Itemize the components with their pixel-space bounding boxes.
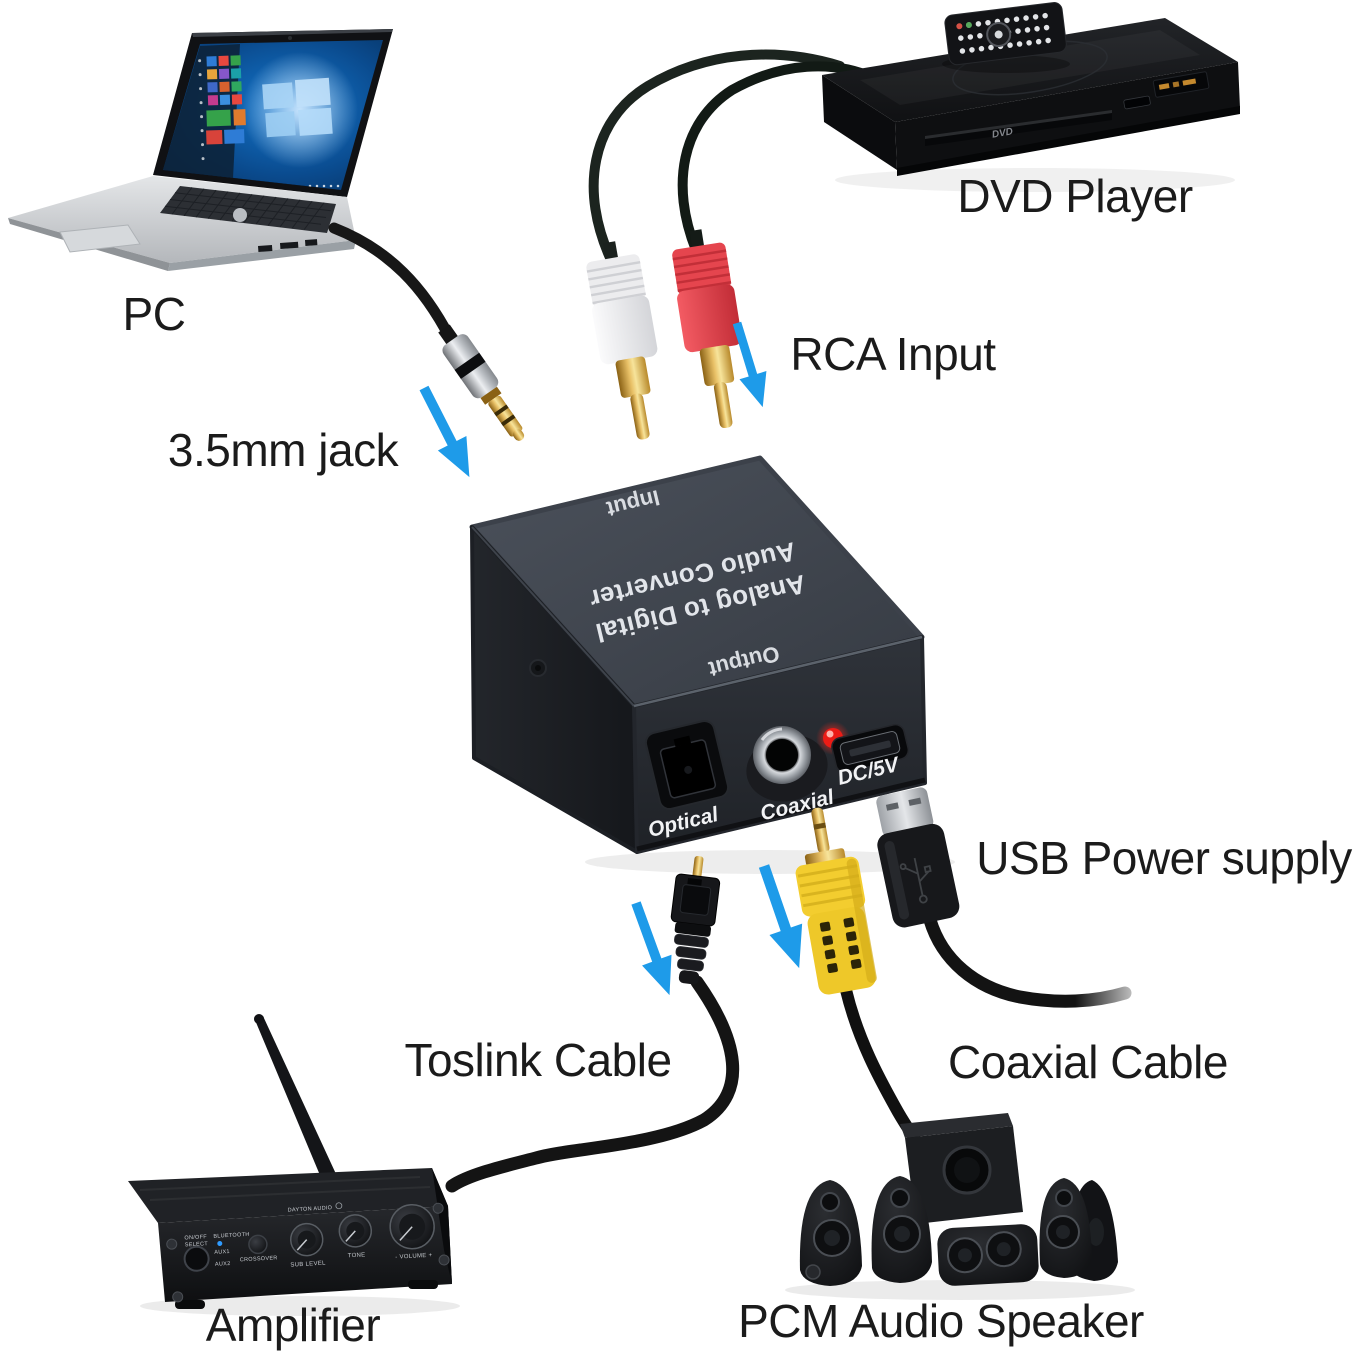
usb-connector <box>876 787 960 928</box>
arrow-35mm-icon <box>419 385 470 478</box>
amplifier-device: DAYTON AUDIO ON/OFF SELECT BLUETOOTH AUX… <box>128 1014 452 1309</box>
dvd-player-label: DVD Player <box>957 170 1192 222</box>
toslink-connector <box>670 855 721 985</box>
dvd-logo: DVD <box>991 126 1014 140</box>
amp-aux2-label: AUX2 <box>215 1261 231 1268</box>
power-button <box>183 1245 210 1272</box>
dvd-player: DVD <box>822 2 1240 176</box>
amplifier-label: Amplifier <box>206 1299 381 1351</box>
hp-logo-icon <box>233 208 247 222</box>
toslink-cable-line <box>445 975 740 1193</box>
jack-35mm-plug <box>438 324 525 441</box>
dvd-usb-slot <box>1123 95 1151 110</box>
arrow-coaxial-icon <box>758 864 803 969</box>
usb-trident-icon <box>899 857 932 904</box>
micro-usb-port <box>831 723 910 774</box>
dvd-display <box>1152 71 1210 98</box>
aux-cable <box>328 222 456 344</box>
amp-onoff-label1: ON/OFF <box>184 1234 207 1241</box>
toslink-cable-label: Toslink Cable <box>404 1034 671 1086</box>
usb-cable-line <box>923 913 1180 1020</box>
amp-brand: DAYTON AUDIO <box>288 1205 333 1214</box>
antenna <box>255 1016 336 1180</box>
amp-onoff-label2: SELECT <box>185 1241 209 1248</box>
speaker-system <box>799 1113 1118 1286</box>
amp-aux1-label: AUX1 <box>214 1249 230 1256</box>
jack-35mm-label: 3.5mm jack <box>168 424 400 476</box>
amp-volume-label: - VOLUME + <box>395 1253 433 1261</box>
pc-label: PC <box>123 288 186 340</box>
pc-screen <box>163 40 383 190</box>
coaxial-cable-label: Coaxial Cable <box>948 1036 1228 1088</box>
usb-power-label: USB Power supply <box>976 832 1352 884</box>
pc-laptop <box>8 29 400 271</box>
rca-input-label: RCA Input <box>790 328 996 380</box>
coaxial-plug <box>795 807 877 995</box>
arrow-rca-icon <box>732 321 767 408</box>
amp-tone-label: TONE <box>348 1252 366 1259</box>
rca-plug-white <box>586 241 658 440</box>
rca-cable-pair <box>588 49 879 267</box>
amp-crossover-label: CROSSOVER <box>240 1255 278 1263</box>
optical-port <box>644 719 730 811</box>
start-menu-tiles <box>198 55 246 171</box>
amplifier-front-panel: DAYTON AUDIO ON/OFF SELECT BLUETOOTH AUX… <box>166 1202 450 1303</box>
pcm-speaker-label: PCM Audio Speaker <box>738 1295 1144 1347</box>
coaxial-port <box>746 726 828 802</box>
arrow-toslink-icon <box>631 901 672 996</box>
amp-bluetooth-label: BLUETOOTH <box>213 1232 249 1240</box>
rca-plug-red <box>672 229 742 429</box>
converter-box: Analog to Digital Audio Converter Input … <box>469 455 927 854</box>
windows-logo-icon <box>262 77 333 138</box>
crossover-knob <box>248 1234 268 1255</box>
coaxial-cable-line <box>840 984 923 1148</box>
remote-control <box>944 2 1067 66</box>
bluetooth-led <box>217 1240 223 1246</box>
amp-sublevel-label: SUB LEVEL <box>290 1261 326 1269</box>
ground-shadows <box>140 168 1235 1316</box>
